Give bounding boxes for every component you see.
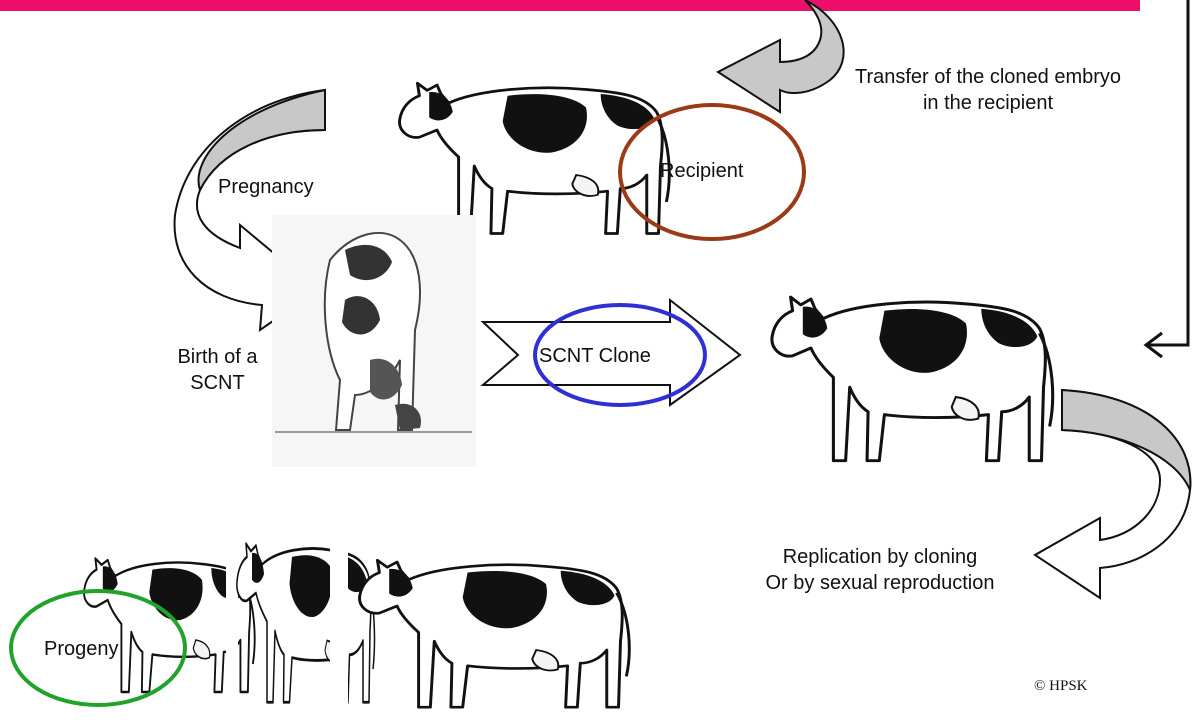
calf-image (272, 215, 476, 467)
recipient-label: Recipient (660, 158, 743, 184)
replication-label-line1: Replication by cloning (720, 544, 1040, 570)
transfer-label-line1: Transfer of the cloned embryo (808, 64, 1168, 90)
birth-label: Birth of a SCNT (150, 344, 285, 396)
clone-cow-image (772, 297, 1053, 461)
replication-label-line2: Or by sexual reproduction (720, 570, 1040, 596)
scnt-clone-label: SCNT Clone (539, 343, 651, 369)
progeny-cow-2 (237, 544, 375, 703)
progeny-cow-3 (360, 560, 630, 707)
connector-line (1148, 0, 1188, 345)
birth-label-line1: Birth of a (150, 344, 285, 370)
top-bar (0, 0, 1140, 11)
pregnancy-label: Pregnancy (218, 174, 314, 200)
transfer-label-line2: in the recipient (808, 90, 1168, 116)
transfer-label: Transfer of the cloned embryo in the rec… (808, 64, 1168, 116)
birth-label-line2: SCNT (150, 370, 285, 396)
copyright-text: © HPSK (1034, 678, 1088, 695)
recipient-cow-image (400, 83, 670, 233)
progeny-label: Progeny (44, 636, 119, 662)
replication-label: Replication by cloning Or by sexual repr… (720, 544, 1040, 596)
